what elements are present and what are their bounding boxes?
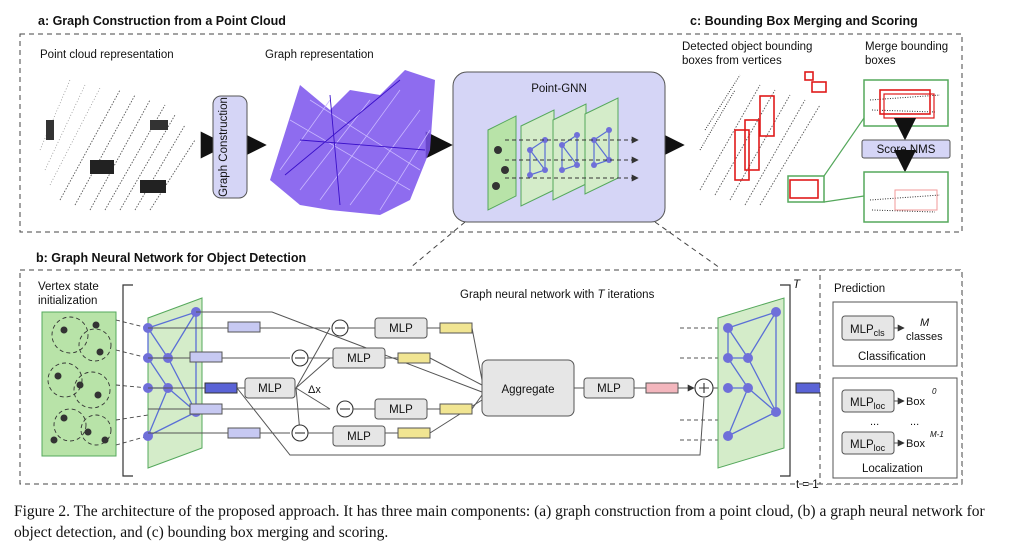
localization-label: Localization xyxy=(862,463,923,475)
zoom-line-left xyxy=(409,221,466,269)
graph-construction-box: Graph Construction xyxy=(212,95,248,199)
figure-caption: Figure 2. The architecture of the propos… xyxy=(14,503,985,541)
vertex-init-panel xyxy=(41,311,117,457)
gnn-iterations-label: Graph neural network with T iterations xyxy=(460,289,655,301)
svg-text:M: M xyxy=(920,317,930,329)
svg-text:MLP: MLP xyxy=(389,323,413,335)
aggregate-box: Aggregate xyxy=(481,359,575,417)
panel-b-title: b: Graph Neural Network for Object Detec… xyxy=(36,251,306,265)
graph-representation-label: Graph representation xyxy=(265,49,374,61)
detected-boxes-image xyxy=(699,71,865,206)
mlp-delta-box: MLP xyxy=(244,377,296,399)
zoom-line-right xyxy=(654,221,721,269)
classification-label: Classification xyxy=(858,351,926,363)
svg-text:MLP: MLP xyxy=(389,404,413,416)
input-graph-panel xyxy=(143,297,203,469)
merge-boxes-top-image xyxy=(863,79,949,127)
score-nms-text: Score NMS xyxy=(877,144,936,156)
mlp-connectors xyxy=(308,327,483,434)
svg-text:MLP: MLP xyxy=(597,383,621,395)
panel-c-title: c: Bounding Box Merging and Scoring xyxy=(690,14,918,28)
output-state-bar xyxy=(795,382,823,394)
delta-x-label: Δx xyxy=(308,384,321,396)
edge-feature-bars xyxy=(397,322,473,439)
svg-text:0: 0 xyxy=(932,387,937,396)
plus-circle xyxy=(694,378,714,398)
score-nms-box: Score NMS xyxy=(861,139,951,159)
graph-representation-image xyxy=(270,70,435,215)
svg-text:MLP: MLP xyxy=(347,431,371,443)
output-graph-panel xyxy=(717,297,785,469)
point-gnn-box: Point-GNN xyxy=(452,71,666,223)
svg-text:Box: Box xyxy=(906,438,925,450)
left-bracket xyxy=(122,284,133,477)
iteration-t1-label: t = 1 xyxy=(796,479,819,491)
point-cloud-label: Point cloud representation xyxy=(40,49,174,61)
edge-flow-lines xyxy=(148,311,705,456)
svg-text:...: ... xyxy=(910,416,919,428)
svg-text:MLPloc: MLPloc xyxy=(850,439,886,453)
point-cloud-image xyxy=(34,70,204,216)
edge-mlp-2: MLP xyxy=(332,347,386,369)
edge-mlp-3: MLP xyxy=(374,398,428,420)
top-panel-frame xyxy=(19,33,963,233)
vertex-mlp-box: MLP xyxy=(583,377,635,399)
edge-mlp-4: MLP xyxy=(332,425,386,447)
minus-circles xyxy=(291,319,354,442)
update-bar xyxy=(645,382,679,394)
prediction-title: Prediction xyxy=(834,283,885,295)
vertex-projection-lines xyxy=(115,319,149,446)
mlp-cls-label: MLPcls xyxy=(850,324,885,338)
svg-text:Aggregate: Aggregate xyxy=(501,384,554,396)
edge-mlp-1: MLP xyxy=(374,317,428,339)
architecture-diagram: a: Graph Construction from a Point Cloud… xyxy=(19,14,963,491)
graph-construction-text: Graph Construction xyxy=(218,97,230,197)
right-bracket xyxy=(780,284,791,477)
point-gnn-title: Point-GNN xyxy=(531,83,587,95)
iteration-T-label: T xyxy=(793,279,801,291)
svg-text:MLP: MLP xyxy=(258,383,282,395)
prediction-panel: Prediction MLPcls M classes Classificati… xyxy=(819,269,963,485)
residual-dashed-lines xyxy=(680,327,722,441)
svg-text:Box: Box xyxy=(906,396,925,408)
svg-text:classes: classes xyxy=(906,331,943,343)
svg-text:MLPloc: MLPloc xyxy=(850,397,886,411)
panel-a-title: a: Graph Construction from a Point Cloud xyxy=(38,14,286,28)
svg-text:M-1: M-1 xyxy=(930,430,944,439)
merge-boxes-bottom-image xyxy=(863,171,949,223)
svg-text:...: ... xyxy=(870,416,879,428)
svg-text:MLP: MLP xyxy=(347,353,371,365)
